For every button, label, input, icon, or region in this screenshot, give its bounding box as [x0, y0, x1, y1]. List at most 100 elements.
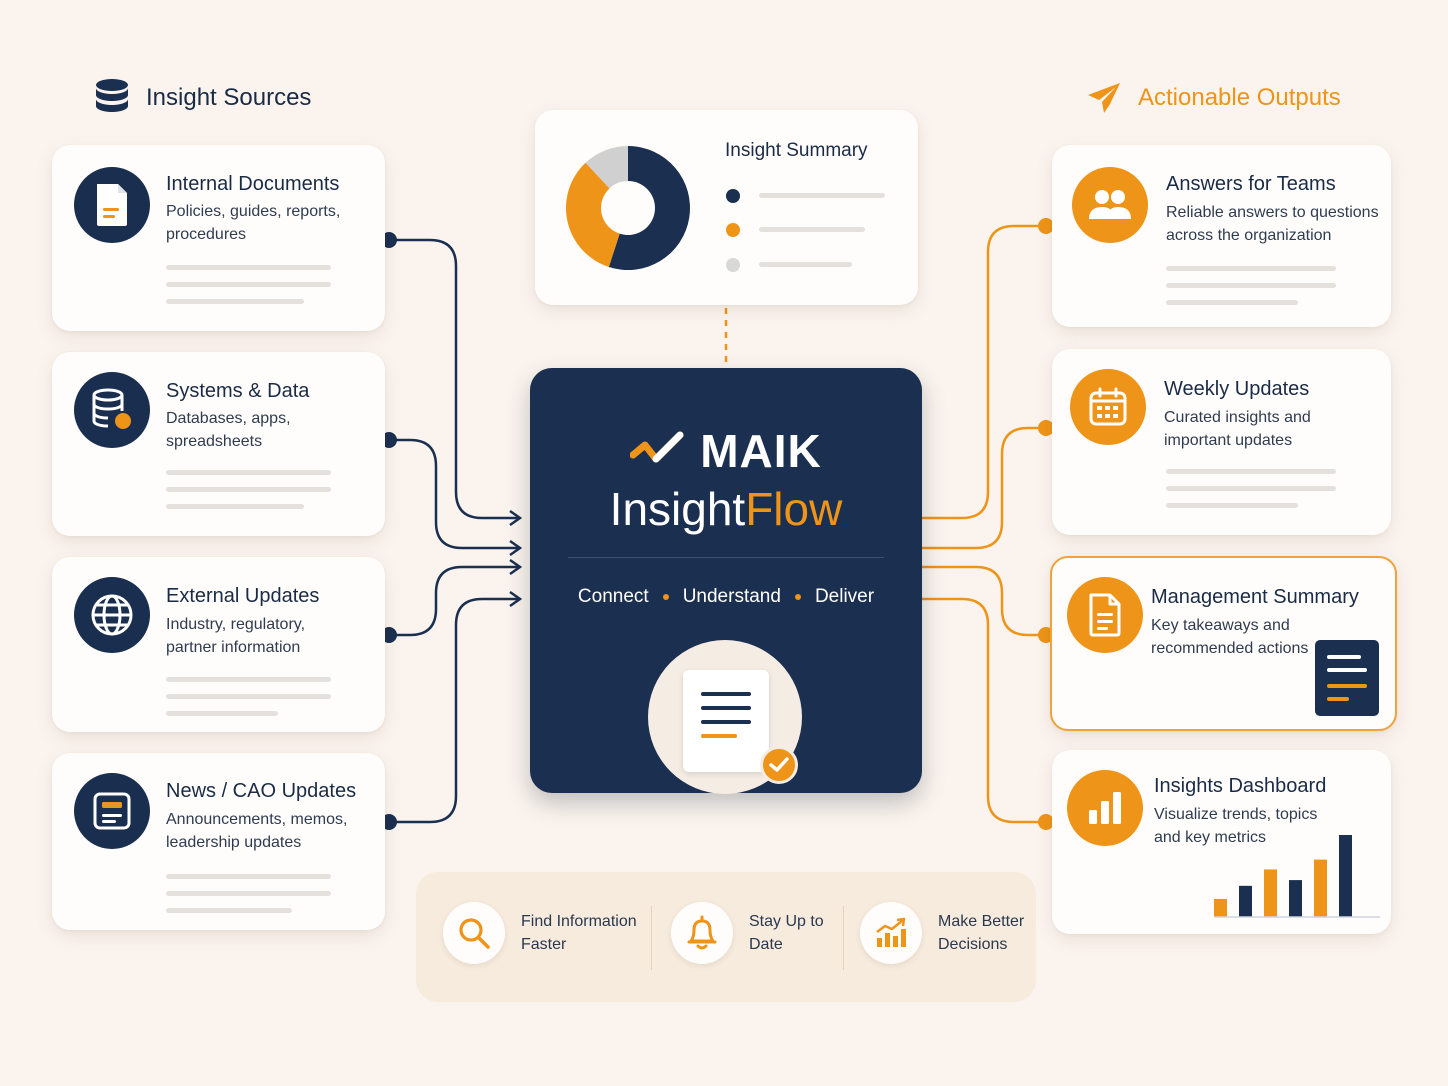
benefit-text: Find Information Faster	[521, 913, 637, 953]
legend-line	[759, 227, 865, 232]
hub-brand-top: MAIK	[530, 424, 922, 478]
document-sheet-icon	[683, 670, 769, 772]
benefit-separator	[843, 906, 844, 970]
output-description: Reliable answers to questions across the…	[1166, 204, 1379, 244]
output-description: Visualize trends, topics and key metrics	[1154, 806, 1318, 846]
hub-tagline: Connect Understand Deliver	[530, 586, 922, 608]
dashboard-bar	[1339, 835, 1352, 917]
connector-external-updates	[389, 565, 518, 637]
calendar-icon	[1070, 369, 1146, 445]
hub-brand-maik: MAIK	[700, 425, 822, 477]
benefit-stay-up-to-date: Stay Up to Date	[671, 902, 849, 964]
source-description: Policies, guides, reports, procedures	[166, 203, 341, 243]
connector-management-summary	[922, 565, 1046, 637]
step-connect: Connect	[577, 586, 649, 607]
insight-sources-label: Insight Sources	[146, 84, 312, 111]
hub-brand-insight: Insight	[609, 483, 746, 535]
summary-report-thumbnail	[1315, 640, 1379, 716]
output-card-weekly-updates[interactable]: Weekly Updates Curated insights and impo…	[1052, 349, 1391, 535]
placeholder-lines	[166, 874, 331, 925]
verified-document-badge	[648, 640, 802, 794]
placeholder-lines	[166, 677, 331, 728]
placeholder-lines	[166, 470, 331, 521]
source-title: Systems & Data	[166, 380, 310, 402]
donut-slice	[608, 146, 690, 270]
source-title: External Updates	[166, 585, 320, 607]
bell-icon	[671, 902, 733, 964]
search-icon	[443, 902, 505, 964]
benefits-strip: Find Information Faster Stay Up to Date	[416, 872, 1036, 1002]
checkmark-icon	[760, 746, 798, 784]
source-title: News / CAO Updates	[166, 780, 357, 802]
source-description: Announcements, memos, leadership updates	[166, 811, 348, 851]
actionable-outputs-label: Actionable Outputs	[1138, 84, 1341, 111]
bar-chart-icon	[1067, 770, 1143, 846]
maik-insightflow-hub[interactable]: MAIK InsightFlow Connect Understand Deli…	[530, 368, 922, 794]
output-description: Curated insights and important updates	[1164, 409, 1311, 449]
report-document-icon	[1067, 577, 1143, 653]
growth-chart-icon	[860, 902, 922, 964]
trend-logo-icon	[630, 431, 684, 463]
placeholder-lines	[1166, 266, 1336, 317]
placeholder-lines	[1166, 469, 1336, 520]
benefit-better-decisions: Make Better Decisions	[860, 902, 1038, 964]
dashboard-bar	[1239, 885, 1252, 917]
output-title: Insights Dashboard	[1154, 775, 1327, 797]
insight-summary-title: Insight Summary	[725, 140, 868, 161]
benefit-find-information: Find Information Faster	[443, 902, 651, 964]
output-card-insights-dashboard[interactable]: Insights Dashboard Visualize trends, top…	[1052, 750, 1391, 934]
source-card-systems-data[interactable]: Systems & Data Databases, apps, spreadsh…	[52, 352, 385, 536]
source-title: Internal Documents	[166, 173, 340, 195]
source-card-internal-documents[interactable]: Internal Documents Policies, guides, rep…	[52, 145, 385, 331]
newspaper-icon	[74, 773, 150, 849]
source-description: Databases, apps, spreadsheets	[166, 410, 291, 450]
insight-summary-donut	[566, 146, 690, 270]
output-description: Key takeaways and recommended actions	[1151, 617, 1309, 657]
connector-internal-documents	[389, 238, 518, 520]
connector-insights-dashboard	[922, 597, 1046, 824]
connector-news-cao	[389, 597, 518, 824]
source-description: Industry, regulatory, partner informatio…	[166, 616, 306, 656]
hub-brand-main: InsightFlow	[530, 482, 922, 536]
paper-plane-icon	[1084, 78, 1124, 118]
step-separator	[794, 594, 801, 600]
globe-icon	[74, 577, 150, 653]
legend-dot-navy	[726, 189, 740, 203]
donut-slice	[566, 162, 620, 267]
legend-line	[759, 262, 852, 267]
hub-brand-flow: Flow	[745, 483, 843, 535]
legend-dot-gray	[726, 258, 740, 272]
donut-slice	[585, 146, 628, 189]
connector-weekly-updates	[922, 426, 1046, 550]
output-title: Management Summary	[1151, 586, 1359, 608]
placeholder-lines	[166, 265, 331, 316]
database-icon	[74, 372, 150, 448]
connector-systems-data	[389, 438, 518, 550]
hub-divider	[568, 557, 884, 558]
benefit-text: Stay Up to Date	[749, 913, 824, 953]
connector-answers-teams	[922, 224, 1046, 520]
output-card-answers-teams[interactable]: Answers for Teams Reliable answers to qu…	[1052, 145, 1391, 327]
step-deliver: Deliver	[814, 586, 875, 607]
output-card-management-summary[interactable]: Management Summary Key takeaways and rec…	[1050, 556, 1397, 731]
team-users-icon	[1072, 167, 1148, 243]
output-title: Answers for Teams	[1166, 173, 1336, 195]
step-understand: Understand	[682, 586, 781, 607]
dashboard-bar	[1289, 880, 1302, 917]
step-separator	[662, 594, 669, 600]
insight-summary-card[interactable]: Insight Summary	[535, 110, 918, 305]
insight-sources-heading: Insight Sources	[92, 78, 311, 118]
dashboard-mini-chart	[1214, 835, 1380, 918]
dashboard-bar	[1264, 869, 1277, 917]
legend-line	[759, 193, 885, 198]
benefit-text: Make Better Decisions	[938, 913, 1025, 953]
database-icon	[92, 78, 132, 118]
legend-dot-orange	[726, 223, 740, 237]
benefit-separator	[651, 906, 652, 970]
document-icon	[74, 167, 150, 243]
source-card-news-cao[interactable]: News / CAO Updates Announcements, memos,…	[52, 753, 385, 930]
dashboard-bar	[1214, 898, 1227, 917]
source-card-external-updates[interactable]: External Updates Industry, regulatory, p…	[52, 557, 385, 732]
dashboard-bar	[1314, 859, 1327, 917]
